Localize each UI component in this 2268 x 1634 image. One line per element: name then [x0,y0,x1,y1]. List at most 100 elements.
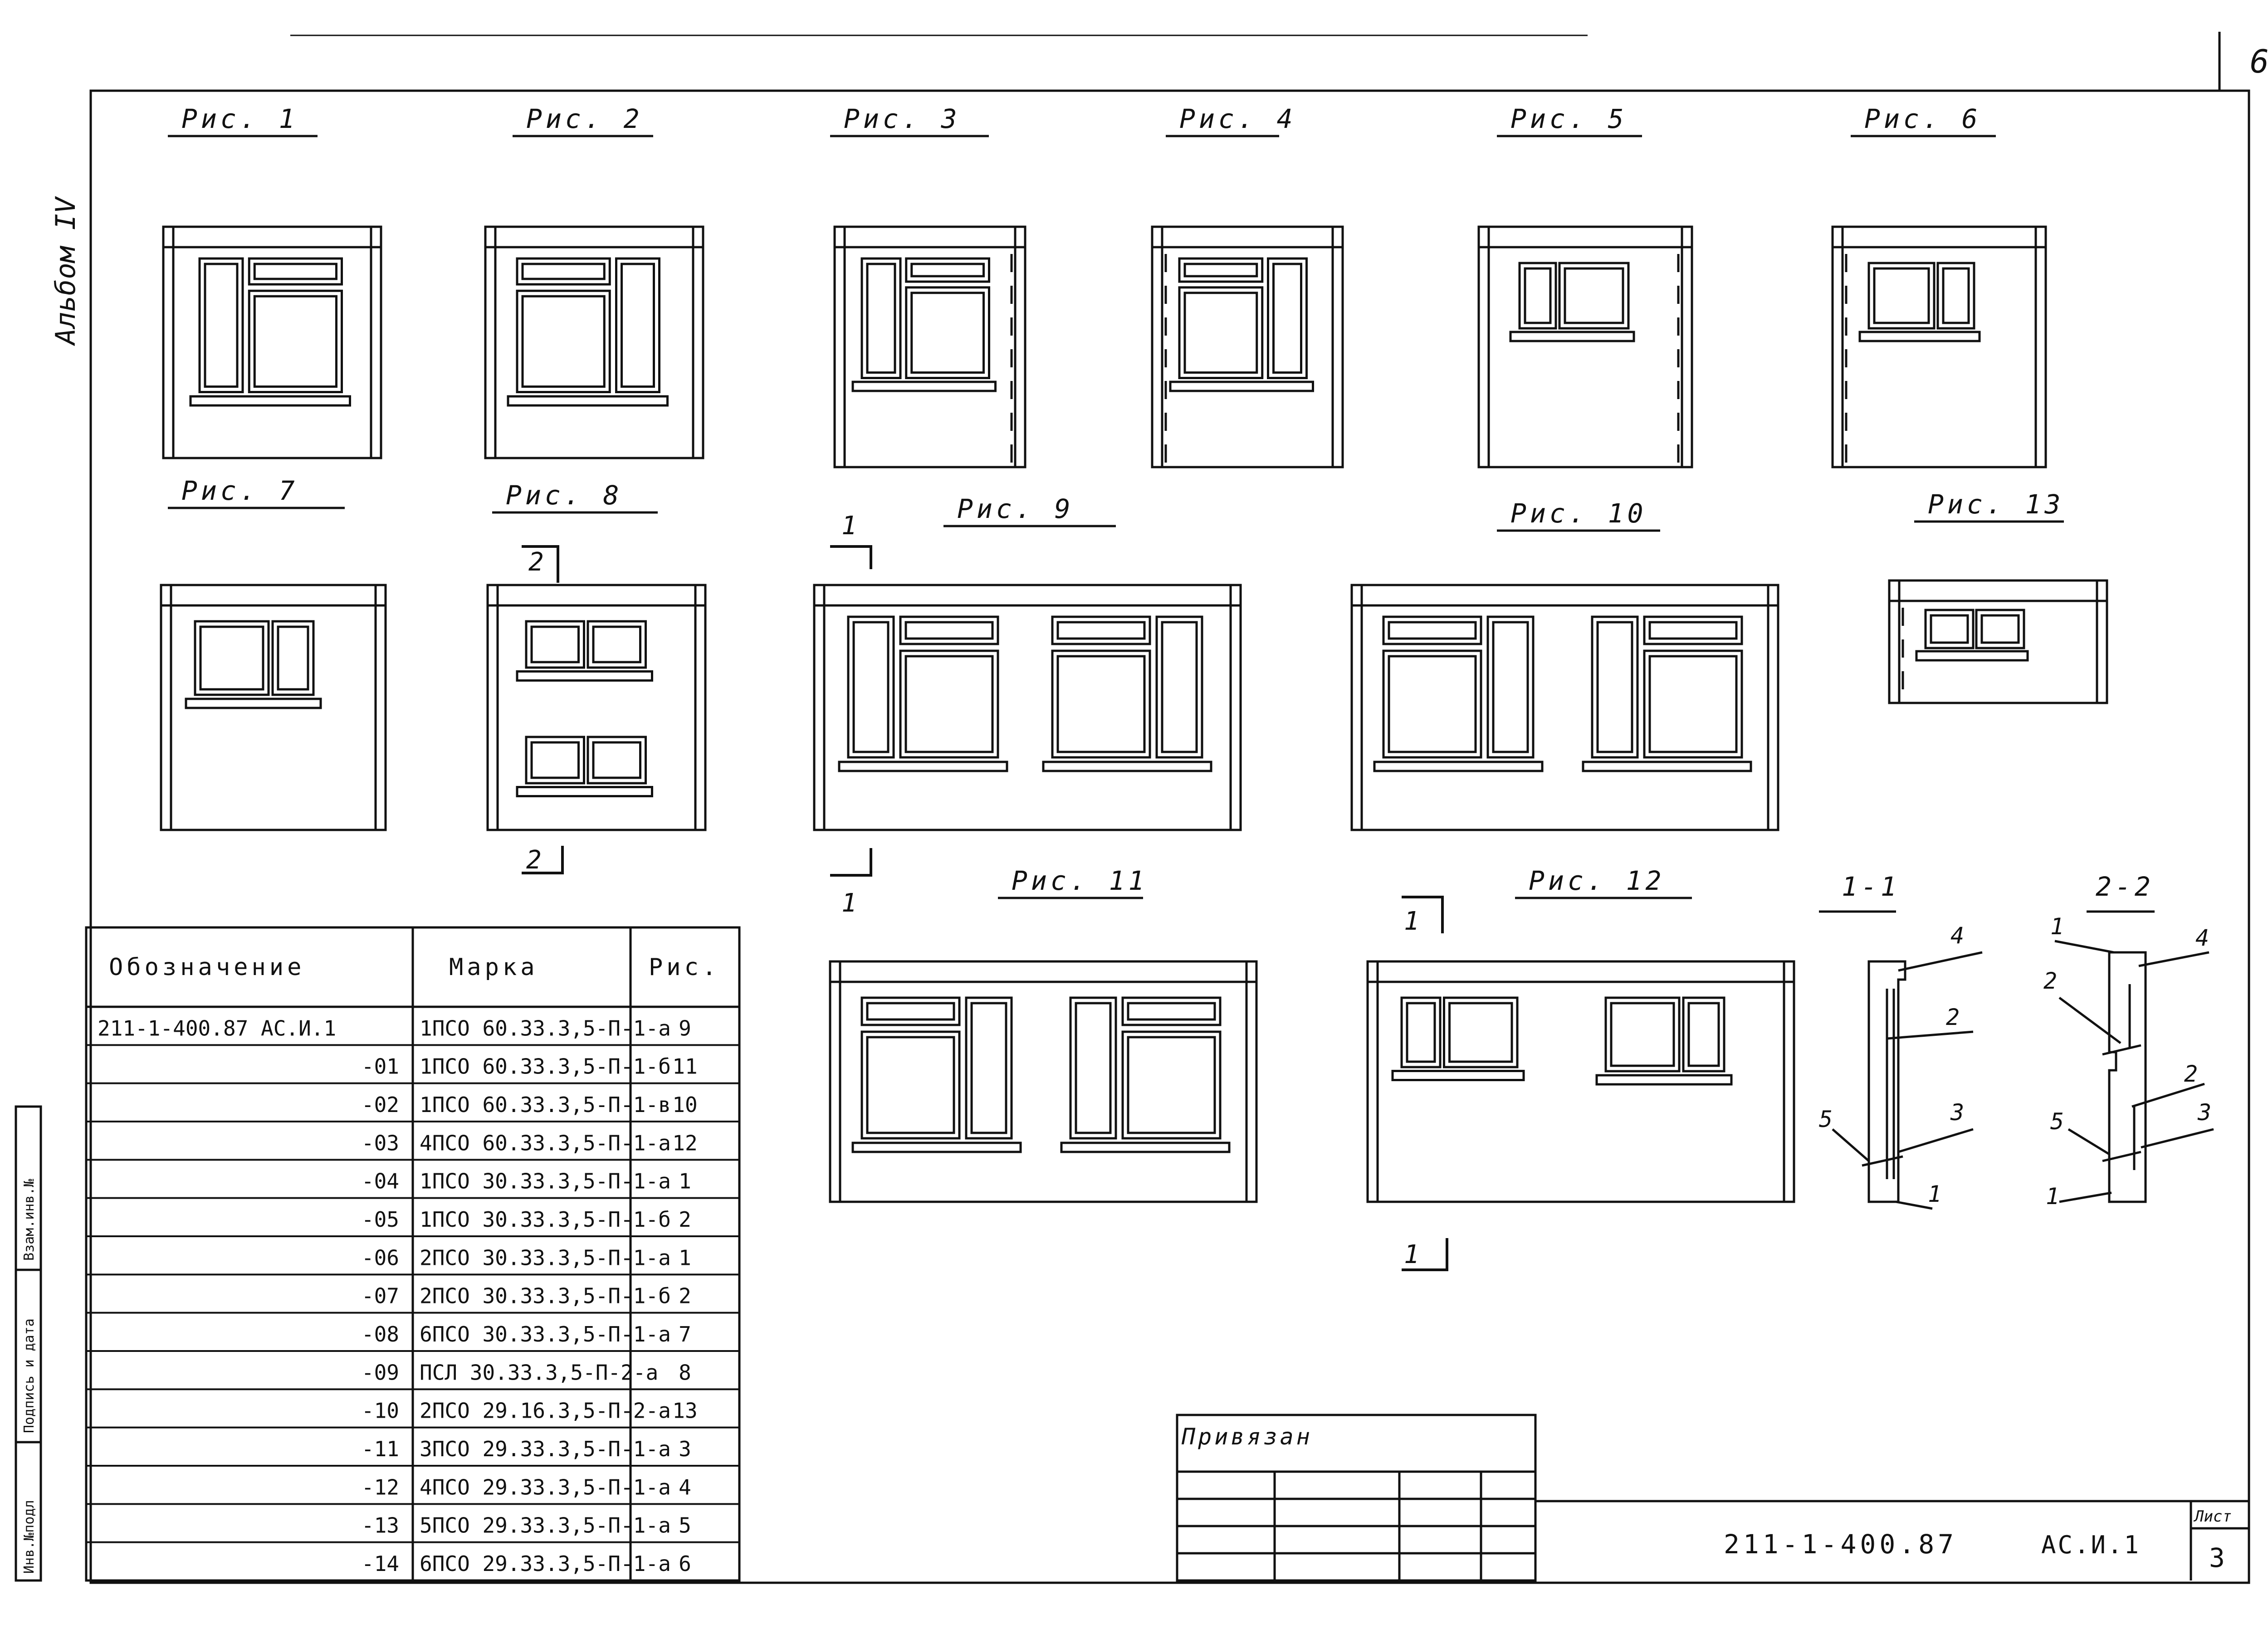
window-unit [1169,257,1314,392]
window-unit [1915,609,2029,662]
section-mark-1b: 1 [841,888,857,918]
section-callouts: 4 2 3 5 1 1 4 2 2 5 3 1 [1819,913,2211,1210]
table-cell-mark: 1ПСО 30.33.3,5-П-1-б [420,1207,671,1232]
window-unit [1582,615,1752,772]
section-2-top [522,545,559,583]
window-unit [1858,262,1981,342]
section-mark-2b: 2 [526,845,542,875]
figure-caption: Рис. 6 [1864,103,1981,134]
window-unit [1595,996,1733,1086]
figure-caption: Рис. 7 [181,475,298,506]
table-cell-designation: -06 [362,1245,399,1270]
table-cell-mark: 1ПСО 60.33.3,5-П-1-б [420,1054,671,1079]
title-block [1176,1414,2249,1582]
table-cell-fig: 10 [672,1093,697,1117]
window-unit [1042,615,1212,772]
callout-2-2-c: 2 [2043,968,2057,994]
callout-1-1-c: 3 [1950,1099,1964,1126]
table-cell-designation: -14 [362,1551,399,1576]
table-cell-mark: 4ПСО 29.33.3,5-П-1-а [420,1475,671,1499]
table-header-fig: Рис. [649,954,720,981]
table-cell-mark: 1ПСО 60.33.3,5-П-1-а [420,1016,671,1040]
table-cell-fig: 6 [679,1551,691,1576]
table-cell-designation: -03 [362,1131,399,1155]
figure-caption: Рис. 2 [526,103,643,134]
wall-panel [1888,579,2108,704]
figure-caption: Рис. 13 [1928,489,2064,520]
table-cell-mark: 5ПСО 29.33.3,5-П-1-а [420,1513,671,1538]
figure-caption: Рис. 9 [957,493,1074,524]
wall-panel [833,225,1026,468]
figure-caption: Рис. 4 [1179,103,1296,134]
table-cell-fig: 2 [679,1284,691,1308]
section-mark-1a: 1 [841,511,857,541]
section-mark-2a: 2 [528,547,544,577]
section-mark-12b: 1 [1404,1240,1419,1269]
callout-2-2-g: 1 [2046,1183,2059,1210]
table-cell-designation: -09 [362,1360,399,1385]
wall-panel [486,584,707,831]
wall-panel [1477,225,1693,468]
table-cell-fig: 3 [679,1437,691,1461]
callout-1-1-b: 2 [1946,1004,1960,1030]
section-markers [522,545,1448,1271]
section-1-top [830,545,872,569]
table-cell-mark: 6ПСО 30.33.3,5-П-1-а [420,1322,671,1346]
table-cell-fig: 7 [679,1322,691,1346]
side-stamp-replacement: Взам.инв.№ [21,1179,37,1261]
figure-caption: Рис. 8 [506,480,623,511]
section-12-top [1402,896,1444,933]
table-header-designation: Обозначение [109,954,305,981]
table-cell-fig: 1 [679,1245,691,1270]
table-cell-designation: -01 [362,1054,399,1079]
callout-2-2-e: 5 [2050,1108,2064,1135]
figure-captions: Рис. 1 Рис. 2 Рис. 3 Рис. 4 Рис. 5 Рис. 6 Рис.… [168,103,2064,899]
table-cell-mark: 2ПСО 30.33.3,5-П-1-а [420,1245,671,1270]
table-cell-fig: 8 [679,1360,691,1385]
figure-caption: Рис. 5 [1510,103,1628,134]
wall-panel [160,584,387,831]
figure-caption: Рис. 3 [844,103,961,134]
wall-panel [484,225,704,459]
figure-caption: Рис. 12 [1529,865,1665,896]
wall-section-2-2 [2054,910,2214,1203]
window-unit [851,996,1022,1153]
window-unit [507,257,669,407]
table-header-mark: Марка [449,954,538,981]
table-cell-mark: 1ПСО 30.33.3,5-П-1-а [420,1169,671,1194]
window-unit [516,620,653,682]
table-cell-fig: 4 [679,1475,691,1499]
table-cell-fig: 2 [679,1207,691,1232]
table-cell-fig: 1 [679,1169,691,1194]
window-unit [1391,996,1525,1081]
table-cell-designation: -08 [362,1322,399,1346]
window-unit [1060,996,1231,1153]
table-cell-mark: 1ПСО 60.33.3,5-П-1-в [420,1093,671,1117]
callout-2-2-f: 3 [2197,1099,2211,1126]
table-cell-fig: 13 [672,1399,697,1423]
table-cell-fig: 5 [679,1513,691,1538]
section-2-bottom [522,846,564,874]
table-cell-designation: -13 [362,1513,399,1538]
table-cell-mark: 3ПСО 29.33.3,5-П-1-а [420,1437,671,1461]
section-mark-12a: 1 [1404,907,1419,936]
spec-table [85,926,741,1582]
table-cell-fig: 11 [672,1054,697,1079]
callout-1-1-a: 4 [1950,922,1964,949]
callout-2-2-a: 1 [2050,913,2064,940]
figure-caption: Рис. 1 [181,103,298,134]
section-1-1-title: 1-1 [1842,871,1900,902]
callout-1-1-d: 5 [1819,1106,1833,1132]
table-cell-mark: ПСЛ 30.33.3,5-П-2-а [420,1360,658,1385]
binding-label: Привязан [1181,1424,1313,1450]
title-block-sheet-label: Лист [2193,1507,2232,1526]
side-stamp-inventory: Инв.№подл [21,1500,37,1574]
sheet-number: 6 [2250,43,2268,80]
table-cell-designation: -12 [362,1475,399,1499]
callout-1-1-e: 1 [1928,1181,1941,1207]
album-label: Альбом IV [50,196,82,346]
window-unit [1373,615,1544,772]
wall-panel [1831,225,2047,468]
table-cell-fig: 12 [672,1131,697,1155]
wall-panel [162,225,382,459]
